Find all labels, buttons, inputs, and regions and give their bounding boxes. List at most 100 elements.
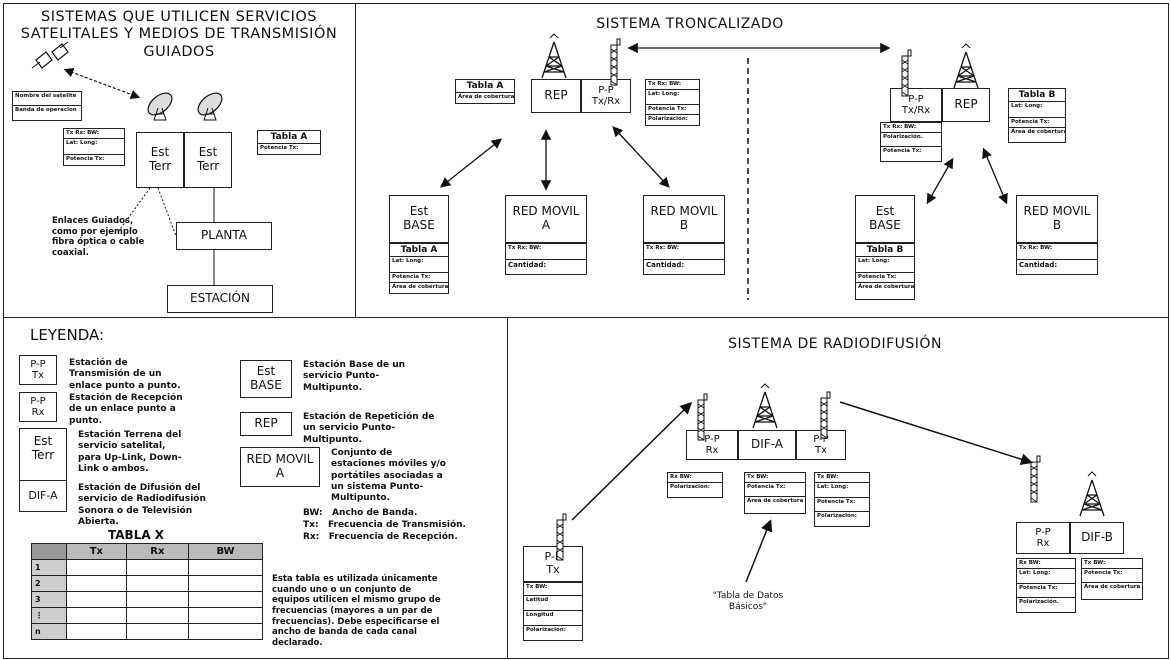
right-pp-table: Tx Rx: BW: Polarización. Potencia Tx: xyxy=(880,122,942,162)
tabla-x-col: BW xyxy=(188,543,263,560)
row: Área de cobertura xyxy=(392,284,448,290)
legend-title: LEYENDA: xyxy=(30,326,105,344)
broadcast-title: SISTEMA DE RADIODIFUSIÓN xyxy=(728,336,942,352)
estacion-box: ESTACIÓN xyxy=(167,285,273,313)
row: Polarización: xyxy=(817,513,857,519)
legend-abbrev-bw: BW: Ancho de Banda. xyxy=(303,508,418,518)
row: Lat: Long: xyxy=(390,257,448,273)
legend-est-terr-text: Estación Terrena del servicio satelital,… xyxy=(78,430,182,474)
tabla-a-title: Tabla A xyxy=(258,131,320,144)
right-pp-rx-table: Rx BW: Lat: Long: Potencia Tx: Polarizac… xyxy=(1016,558,1076,613)
dif-b-table: Tx BW: Potencia Tx: Área de cobertura xyxy=(1081,558,1143,600)
satellite-title: SISTEMAS QUE UTILICEN SERVICIOS SATELITA… xyxy=(20,9,338,60)
row: Lat: Long: xyxy=(815,483,869,498)
trunk-title: SISTEMA TRONCALIZADO xyxy=(596,16,784,32)
right-rep-box: REP xyxy=(942,88,990,122)
right-pp-rx-box: P-P Rx xyxy=(1016,522,1070,554)
row: Cantidad: xyxy=(646,261,685,269)
tabla-b-title: Tabla B xyxy=(856,244,914,257)
legend-rep-symbol: REP xyxy=(240,412,292,436)
est-terr-data-table: Tx Rx: BW: Lat: Long: Potencia Tx: xyxy=(63,128,125,166)
row: Latitud xyxy=(524,596,582,611)
left-pp-tx-box: P-P Tx xyxy=(523,546,583,582)
broadcast-rx-table: Rx BW: Polarización: xyxy=(667,472,723,498)
tabla-a-row: Potencia Tx: xyxy=(260,145,299,151)
row: Tx Rx: BW: xyxy=(644,244,724,260)
row: Tx Rx: BW: xyxy=(506,244,586,260)
right-pp-txrx-box: P-P Tx/Rx xyxy=(890,88,942,122)
tabla-b-title: Tabla B xyxy=(1009,89,1065,102)
row: Polarización: xyxy=(526,627,566,633)
est-base-b-table: Tabla B Lat: Long: Potencia Tx: Área de … xyxy=(855,243,915,300)
pp-row: Tx Rx: BW: xyxy=(646,80,699,90)
row: Rx BW: xyxy=(668,473,722,483)
row: Cantidad: xyxy=(1019,261,1058,269)
legend-red-movil-text: Conjunto de estaciones móviles y/o portá… xyxy=(331,448,446,503)
dif-b-box: DIF-B xyxy=(1070,522,1124,554)
tabla-x: Tx Rx BW 1 2 3 ⋮ n xyxy=(31,543,263,640)
row-index: 1 xyxy=(31,559,67,576)
legend-pp-tx-text: Estación de Transmisión de un enlace pun… xyxy=(69,358,181,391)
table-row: n xyxy=(31,623,263,640)
trunk-tabla-b: Tabla B Lat: Long: Potencia Tx: Área de … xyxy=(1008,88,1066,143)
row: Cantidad: xyxy=(508,261,547,269)
row: Tx BW: xyxy=(815,473,869,483)
tabla-x-col: Tx xyxy=(66,543,127,560)
row: Tx BW: xyxy=(524,583,582,596)
legend-divider xyxy=(19,480,67,481)
legend-pp-rx-text: Estación de Recepción de un enlace punto… xyxy=(69,393,183,426)
tabla-a-title: Tabla A xyxy=(456,80,514,93)
row: Lat: Long: xyxy=(1009,102,1065,118)
left-pp-tx-table: Tx BW: Latitud Longitud Polarización: xyxy=(523,582,583,641)
broadcast-tx-table: Tx BW: Lat: Long: Potencia Tx: Polarizac… xyxy=(814,472,870,527)
red-movil-b-box: RED MOVIL B xyxy=(1016,195,1098,243)
row: Rx BW: xyxy=(1017,559,1075,569)
red-movil-a-table: Tx Rx: BW: Cantidad: xyxy=(505,243,587,275)
terr-row: Potencia Tx: xyxy=(66,156,105,162)
red-movil-b-left-table: Tx Rx: BW: Cantidad: xyxy=(643,243,725,275)
tabla-x-note: Esta tabla es utilizada únicamente cuand… xyxy=(272,574,441,648)
satellite-band-row: Banda de operacion xyxy=(15,107,77,113)
red-movil-b-table: Tx Rx: BW: Cantidad: xyxy=(1016,243,1098,275)
row-index: ⋮ xyxy=(31,607,67,624)
tabla-x-header: Tx Rx BW xyxy=(31,543,263,560)
row: Lat: Long: xyxy=(856,257,914,273)
basic-data-note: "Tabla de Datos Básicos" xyxy=(712,591,784,613)
table-row: ⋮ xyxy=(31,607,263,624)
pp-txrx-table: Tx Rx: BW: Lat: Long: Potencia Tx: Polar… xyxy=(645,79,700,126)
legend-est-base-text: Estación Base de un servicio Punto-Multi… xyxy=(303,360,406,393)
broadcast-dif-table: Tx BW: Potencia Tx: Área de cobertura xyxy=(744,472,806,514)
tabla-x-corner xyxy=(31,543,67,560)
legend-red-movil-symbol: RED MOVIL A xyxy=(240,447,320,487)
satellite-info-table: Nombre del satelite Banda de operacion xyxy=(12,91,82,121)
row: Área de cobertura xyxy=(747,498,804,504)
broadcast-pp-tx-box: P-P Tx xyxy=(796,430,846,460)
legend-dif-a-symbol: DIF-A xyxy=(28,489,58,502)
legend-est-terr-symbol: Est Terr xyxy=(19,428,67,512)
row: Potencia Tx: xyxy=(883,148,922,154)
legend-pp-rx-symbol: P-P Rx xyxy=(19,392,57,422)
row: Longitud xyxy=(524,611,582,626)
est-base-a-table: Tabla A Lat: Long: Potencia Tx: Área de … xyxy=(389,243,449,294)
row: Potencia Tx: xyxy=(815,498,869,512)
broadcast-dif-a-box: DIF-A xyxy=(738,430,796,460)
row: Lat: Long: xyxy=(1017,569,1075,584)
row: Polarización. xyxy=(1019,599,1059,605)
tabla-a-row: Área de cobertura xyxy=(458,94,514,100)
legend-abbrev-tx: Tx: Frecuencia de Transmisión. xyxy=(303,520,466,530)
red-movil-a-box: RED MOVIL A xyxy=(505,195,587,243)
row: Potencia Tx: xyxy=(390,273,448,283)
trunk-tabla-a: Tabla A Área de cobertura xyxy=(455,79,515,104)
legend-abbrev-rx: Rx: Frecuencia de Recepción. xyxy=(303,532,458,542)
tabla-a-title: Tabla A xyxy=(390,244,448,257)
red-movil-b-left-box: RED MOVIL B xyxy=(643,195,725,243)
row-index: 3 xyxy=(31,591,67,608)
satellite-tabla-a: Tabla A Potencia Tx: xyxy=(257,130,321,155)
row: Potencia Tx: xyxy=(745,483,805,497)
est-base-b-box: Est BASE xyxy=(855,195,915,243)
pp-txrx-box: P-P Tx/Rx xyxy=(581,79,631,113)
row: Potencia Tx: xyxy=(1009,118,1065,128)
row-index: n xyxy=(31,623,67,640)
row: Tx BW: xyxy=(745,473,805,483)
rep-box: REP xyxy=(531,79,581,113)
